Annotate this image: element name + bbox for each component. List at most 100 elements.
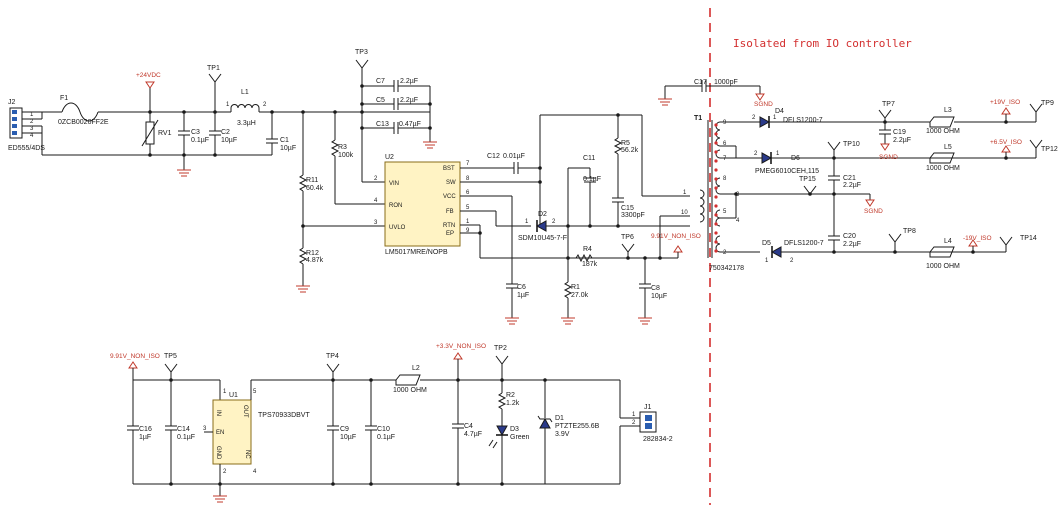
pins-d5-0-label: 1 bbox=[765, 258, 769, 264]
power-labels-sgnd3-label: SGND bbox=[864, 208, 883, 215]
capacitors-c11-val-label: 0.1µF bbox=[583, 176, 601, 183]
fuse-f1: F1 0ZCB0020FF2E bbox=[42, 95, 150, 126]
capacitor-c13: C13 0.47µF bbox=[362, 121, 430, 134]
pins-j2-2-label: 3 bbox=[30, 126, 34, 132]
pins-t1-left-3-label: 1 bbox=[683, 190, 687, 196]
pins-d6-0-label: 2 bbox=[754, 151, 758, 157]
power-6v5-iso: +6.5V_ISO bbox=[990, 139, 1022, 160]
transformer-ref-label: T1 bbox=[694, 115, 702, 122]
testpoints-tp3-label: TP3 bbox=[355, 49, 368, 56]
diode-d5: 1 2 D5 DFLS1200-7 bbox=[762, 240, 1006, 264]
ic-u1: U1 TPS70933DBVT IN EN GND OUT NC 1 3 2 5… bbox=[203, 389, 310, 503]
capacitors-c19-ref-label: C19 bbox=[893, 129, 906, 136]
capacitors-c8-ref-label: C8 bbox=[651, 285, 660, 292]
capacitors-c10-val-label: 0.1µF bbox=[377, 434, 395, 441]
diodes-d5-part-label: DFLS1200-7 bbox=[784, 240, 824, 247]
capacitors-c1-ref-label: C1 bbox=[280, 137, 289, 144]
resistors-r1-val-label: 27.0k bbox=[571, 292, 589, 299]
pins-t1-left-0-label: 9 bbox=[723, 120, 727, 126]
varistor-rv1: RV1 bbox=[141, 112, 172, 157]
pins-u2-left-0-label: 2 bbox=[374, 176, 378, 182]
u2-sw-label: SW bbox=[446, 180, 456, 186]
diodes-d6-ref-label: D6 bbox=[791, 155, 800, 162]
capacitors-c2-ref-label: C2 bbox=[221, 129, 230, 136]
capacitors-c9-ref-label: C9 bbox=[340, 426, 349, 433]
capacitors-c9-val-label: 10µF bbox=[340, 434, 356, 441]
capacitors-c20-val-label: 2.2µF bbox=[843, 241, 861, 248]
resistor-r4: R4 187k bbox=[566, 246, 598, 268]
testpoint-tp4: TP4 bbox=[326, 353, 340, 382]
fuse-ref-label: F1 bbox=[60, 95, 68, 102]
connector-j1: 1 2 J1 282834-2 bbox=[545, 380, 673, 485]
inductor-l1: 1 2 L1 3.3µH bbox=[150, 89, 272, 127]
resistors-r12-val-label: 4.87k bbox=[306, 257, 324, 264]
capacitors-c3-val-label: 0.1µF bbox=[191, 137, 209, 144]
pins-j2-0-label: 1 bbox=[30, 112, 34, 118]
pins-l1-1-label: 2 bbox=[263, 102, 267, 108]
ic-u2: U2 LM5017MRE/NOPB VIN RON UVLO BST SW VC… bbox=[374, 154, 470, 256]
ferrites-l3-ref-label: L3 bbox=[944, 107, 952, 114]
capacitors-c15-ref-label: C15 bbox=[621, 205, 634, 212]
resistors-r5-val-label: 56.2k bbox=[621, 147, 639, 154]
diodes-d2-part-label: SDM10U45-7-F bbox=[518, 235, 567, 242]
capacitors-c16-val-label: 1µF bbox=[139, 434, 151, 441]
ferrites-l4-ref-label: L4 bbox=[944, 238, 952, 245]
diodes-d4-part-label: DFLS1200-7 bbox=[783, 117, 823, 124]
pins-u1-left-1-label: 3 bbox=[203, 426, 207, 432]
u2-rtn-label: RTN bbox=[443, 223, 455, 229]
pins-t1-right-4-label: 2 bbox=[723, 250, 727, 256]
pins-u2-right-1-label: 8 bbox=[466, 176, 470, 182]
capacitors-c12-val-label: 0.01µF bbox=[503, 153, 525, 160]
testpoints-tp7-label: TP7 bbox=[882, 101, 895, 108]
zener-d1: D1 PTZTE255.6B 3.9V bbox=[537, 378, 600, 484]
testpoint-tp1: TP1 bbox=[207, 65, 222, 112]
testpoint-tp2: TP2 bbox=[494, 345, 509, 382]
u2-fb-label: FB bbox=[446, 209, 454, 215]
pins-d5-1-label: 2 bbox=[790, 258, 794, 264]
resistors-r4-ref-label: R4 bbox=[583, 246, 592, 253]
testpoints-tp14-label: TP14 bbox=[1020, 235, 1037, 242]
diodes-d2-ref-label: D2 bbox=[538, 211, 547, 218]
capacitors-c8-val-label: 10µF bbox=[651, 293, 667, 300]
power-9v91-bottom: 9.91V_NON_ISO bbox=[110, 353, 160, 380]
pins-u2-left-1-label: 4 bbox=[374, 198, 378, 204]
resistors-r4-val-label: 187k bbox=[582, 261, 598, 268]
pins-d4-0-label: 2 bbox=[752, 115, 756, 121]
pins-u2-right-0-label: 7 bbox=[466, 161, 470, 167]
capacitor-c7: C7 2.2µF bbox=[362, 78, 430, 92]
u1-en-label: EN bbox=[216, 430, 224, 436]
pins-t1-right-0-label: 8 bbox=[723, 176, 727, 182]
testpoints-tp8-label: TP8 bbox=[903, 228, 916, 235]
ferrites-l2-ref-label: L2 bbox=[412, 365, 420, 372]
diodes-d5-ref-label: D5 bbox=[762, 240, 771, 247]
capacitor-c1: C1 10µF bbox=[266, 110, 296, 155]
diode-d2: 1 2 D2 SDM10U45-7-F bbox=[495, 211, 690, 242]
connectors-j1-ref-label: J1 bbox=[644, 404, 652, 411]
capacitors-c4-ref-label: C4 bbox=[464, 423, 473, 430]
capacitor-c11: C11 0.1µF bbox=[567, 155, 601, 226]
resistors-r3-ref-label: R3 bbox=[338, 144, 347, 151]
j2-ref: J2 bbox=[8, 99, 16, 106]
resistor-r3: R3 100k bbox=[330, 110, 385, 205]
resistors-r2-val-label: 1.2k bbox=[506, 400, 520, 407]
inductor-value-label: 3.3µH bbox=[237, 120, 256, 127]
power-labels-vm19-label: -19V_ISO bbox=[963, 235, 992, 242]
power-labels-sgnd2-label: SGND bbox=[879, 154, 898, 161]
capacitors-c15-val-label: 3300pF bbox=[621, 212, 645, 219]
u2-bst-label: BST bbox=[443, 166, 455, 172]
capacitors-c5-val-label: 2.2µF bbox=[400, 97, 418, 104]
capacitors-c6-ref-label: C6 bbox=[517, 284, 526, 291]
ferrite-l4: L4 1000 OHM bbox=[926, 238, 960, 270]
resistor-r2: R2 1.2k bbox=[497, 380, 520, 426]
testpoint-tp8: TP8 bbox=[888, 228, 916, 254]
capacitor-c19: SGND C19 2.2µF bbox=[879, 122, 911, 161]
connectors-j1-part-label: 282834-2 bbox=[643, 436, 673, 443]
testpoint-tp5: TP5 bbox=[164, 353, 178, 382]
diodes-d1-val-label: 3.9V bbox=[555, 431, 570, 438]
ferrite-l2: L2 1000 OHM bbox=[393, 365, 620, 394]
u1-nc-label: NC bbox=[244, 450, 250, 459]
ferrites-l5-ref-label: L5 bbox=[944, 144, 952, 151]
pins-u1-right-0-label: 5 bbox=[253, 389, 257, 395]
pins-d2-1-label: 2 bbox=[552, 219, 556, 225]
resistor-r12: R12 4.87k bbox=[296, 247, 324, 293]
